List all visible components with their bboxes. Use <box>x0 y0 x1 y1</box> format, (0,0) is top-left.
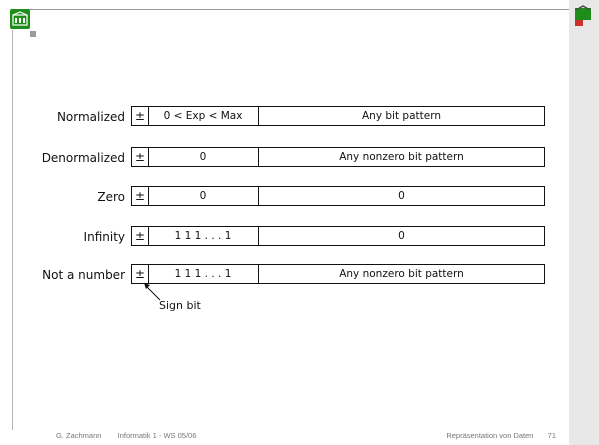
sign-field: ± <box>132 148 149 166</box>
encoding-row-infinity: ± 1 1 1 . . . 1 0 <box>131 226 545 246</box>
university-logo-icon <box>10 9 30 29</box>
left-divider <box>12 30 13 430</box>
encoding-row-normalized: ± 0 < Exp < Max Any bit pattern <box>131 106 545 126</box>
exponent-field: 0 <box>148 148 259 166</box>
footer-left: G. Zachmann Informatik 1 - WS 05/06 <box>56 431 196 440</box>
page-number: 71 <box>547 431 556 440</box>
footer-right: Repräsentation von Daten 71 <box>446 431 556 440</box>
encoding-row-denormalized: ± 0 Any nonzero bit pattern <box>131 147 545 167</box>
sign-field: ± <box>132 187 149 205</box>
fraction-field: Any bit pattern <box>361 110 441 122</box>
top-divider <box>27 9 569 10</box>
exponent-field: 0 <box>148 187 259 205</box>
department-logo-icon <box>575 5 591 26</box>
encoding-row-zero: ± 0 0 <box>131 186 545 206</box>
exponent-field: 1 1 1 . . . 1 <box>148 265 259 283</box>
sign-field: ± <box>132 107 149 125</box>
footer-author: G. Zachmann <box>56 431 102 440</box>
sign-bit-arrow-icon <box>144 283 161 301</box>
fraction-field: Any nonzero bit pattern <box>339 151 464 163</box>
encoding-row-not-a-number: ± 1 1 1 . . . 1 Any nonzero bit pattern <box>131 264 545 284</box>
row-label-zero: Zero <box>97 190 125 204</box>
logo-accent-square <box>30 31 36 37</box>
sign-field: ± <box>132 265 149 283</box>
sign-bit-annotation: Sign bit <box>159 299 201 312</box>
fraction-field: 0 <box>398 190 405 202</box>
row-label-denormalized: Denormalized <box>41 151 125 165</box>
row-label-infinity: Infinity <box>83 230 125 244</box>
footer-course: Informatik 1 - WS 05/06 <box>117 431 197 440</box>
fraction-field: 0 <box>398 230 405 242</box>
row-label-normalized: Normalized <box>56 110 125 124</box>
right-sidebar-band <box>569 0 599 445</box>
sign-field: ± <box>132 227 149 245</box>
footer-topic: Repräsentation von Daten <box>446 431 534 440</box>
fraction-field: Any nonzero bit pattern <box>339 268 464 280</box>
exponent-field: 1 1 1 . . . 1 <box>148 227 259 245</box>
exponent-field: 0 < Exp < Max <box>148 107 259 125</box>
row-label-not-a-number: Not a number <box>42 268 125 282</box>
